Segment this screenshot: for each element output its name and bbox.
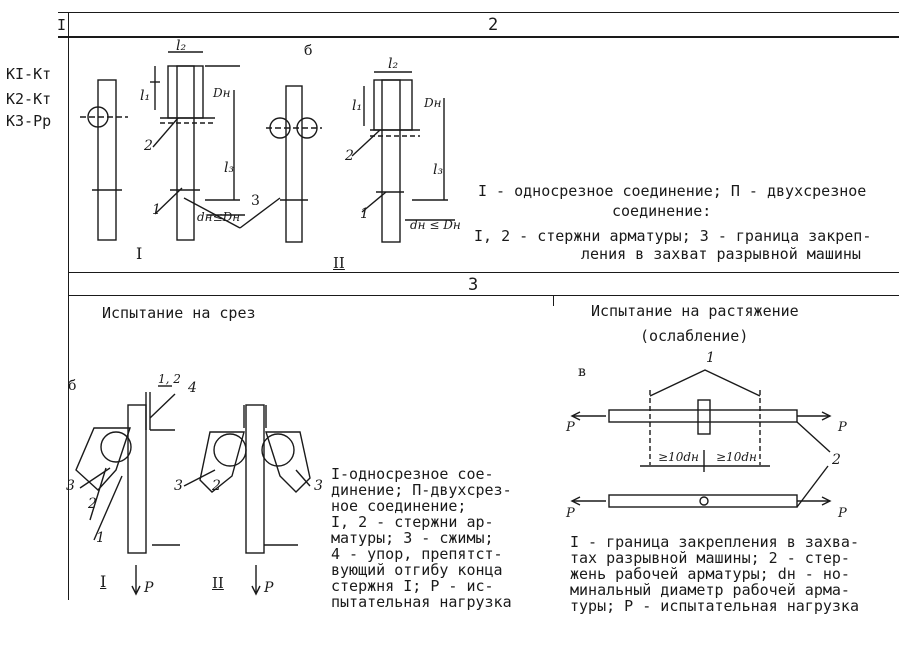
top-n2-b: 2 <box>345 148 354 164</box>
tension-legend: I - граница закрепления в захва- тах раз… <box>570 534 859 614</box>
top-dn-b: Dн <box>424 96 442 110</box>
shear-legend-line: динение; П-двухсрез- <box>331 481 512 499</box>
tension-label-v: в <box>578 364 586 380</box>
tension-p-2: P <box>838 420 847 435</box>
shear-n3-b: 3 <box>174 478 183 494</box>
shear-legend-line: пытательная нагрузка <box>331 593 512 611</box>
shear-n2-b: 2 <box>212 478 221 494</box>
header-rule <box>58 36 899 38</box>
shear-legend-line: 4 - упор, препятст- <box>331 545 503 563</box>
tension-legend-line: туры; P - испытательная нагрузка <box>570 597 859 615</box>
tension-legend-line: I - граница закрепления в захва- <box>570 533 859 551</box>
shear-heading: Испытание на срез <box>102 304 256 322</box>
top-l1-b: l₁ <box>352 98 363 114</box>
top-legend-2: соединение: <box>612 202 712 220</box>
shear-n1-a: 1 <box>96 530 105 546</box>
tension-legend-line: минальный диаметр рабочей арма- <box>570 581 850 599</box>
shear-legend-line: вующий отгибу конца <box>331 561 503 579</box>
shear-legend: I-односрезное сое- динение; П-двухсрез- … <box>331 466 512 610</box>
tension-n1: 1 <box>706 350 715 366</box>
shear-legend-line: I-односрезное сое- <box>331 465 494 483</box>
tension-n2: 2 <box>832 452 841 468</box>
tension-legend-line: тах разрывной машины; 2 - стер- <box>570 549 850 567</box>
tension-dim-right: ≥10dн <box>716 450 757 464</box>
row-code-2: К2-Кт <box>6 90 52 108</box>
shear-n12: 1, 2 <box>158 372 181 386</box>
section3-header: 3 <box>468 275 479 295</box>
row-code-1: КI-Кт <box>6 65 52 83</box>
top-n2-a: 2 <box>144 138 153 154</box>
top-roman-1: I <box>136 244 143 263</box>
row-code-3: К3-Рр <box>6 112 52 130</box>
tension-p-3: P <box>566 506 575 521</box>
tension-dim-left: ≥10dн <box>658 450 699 464</box>
top-legend-1: I - односрезное соединение; П - двухсрез… <box>478 182 867 200</box>
top-cond-b: dн ≤ Dн <box>410 218 461 232</box>
shear-legend-line: стержня I; P - ис- <box>331 577 494 595</box>
top-dn-a: Dн <box>213 86 231 100</box>
col-divider <box>68 12 69 600</box>
top-n3: 3 <box>251 193 260 209</box>
shear-p-2: P <box>264 580 274 596</box>
row3-rule-bottom <box>68 295 899 296</box>
top-roman-2: II <box>333 254 345 272</box>
shear-n4: 4 <box>188 380 197 396</box>
tension-p-1: P <box>566 420 575 435</box>
top-legend-3: I, 2 - стержни арматуры; 3 - граница зак… <box>474 227 872 245</box>
shear-p-1: P <box>144 580 154 596</box>
top-legend-4: ления в захват разрывной машины <box>581 245 861 263</box>
top-n1-b: 1 <box>360 206 369 222</box>
row3-rule-top <box>68 272 899 273</box>
shear-n3-c: 3 <box>314 478 323 494</box>
shear-legend-line: матуры; 3 - сжимы; <box>331 529 494 547</box>
tension-heading-2: (ослабление) <box>640 327 749 345</box>
shear-n2-a: 2 <box>88 496 97 512</box>
shear-n3-a: 3 <box>66 478 75 494</box>
col1-header: I <box>57 16 67 34</box>
shear-roman-2: II <box>212 574 224 592</box>
top-l2-b: l₂ <box>388 56 399 72</box>
top-n1-a: 1 <box>152 202 161 218</box>
tension-heading-1: Испытание на растяжение <box>591 302 799 320</box>
col2-header: 2 <box>488 15 499 35</box>
top-l1-a: l₁ <box>140 88 151 104</box>
shear-legend-line: I, 2 - стержни ар- <box>331 513 494 531</box>
top-cond-a: dн≤Dн <box>197 210 241 224</box>
tension-legend-line: жень рабочей арматуры; dн - но- <box>570 565 850 583</box>
section-divider <box>553 296 554 306</box>
tension-p-4: P <box>838 506 847 521</box>
top-rule <box>58 12 899 13</box>
top-label-b: б <box>304 43 313 59</box>
top-l2-a: l₂ <box>176 38 187 54</box>
shear-roman-1: I <box>100 572 107 591</box>
top-l3-a: l₃ <box>224 160 235 176</box>
shear-label-b: б <box>68 378 77 394</box>
shear-legend-line: ное соединение; <box>331 497 467 515</box>
top-l3-b: l₃ <box>433 162 444 178</box>
